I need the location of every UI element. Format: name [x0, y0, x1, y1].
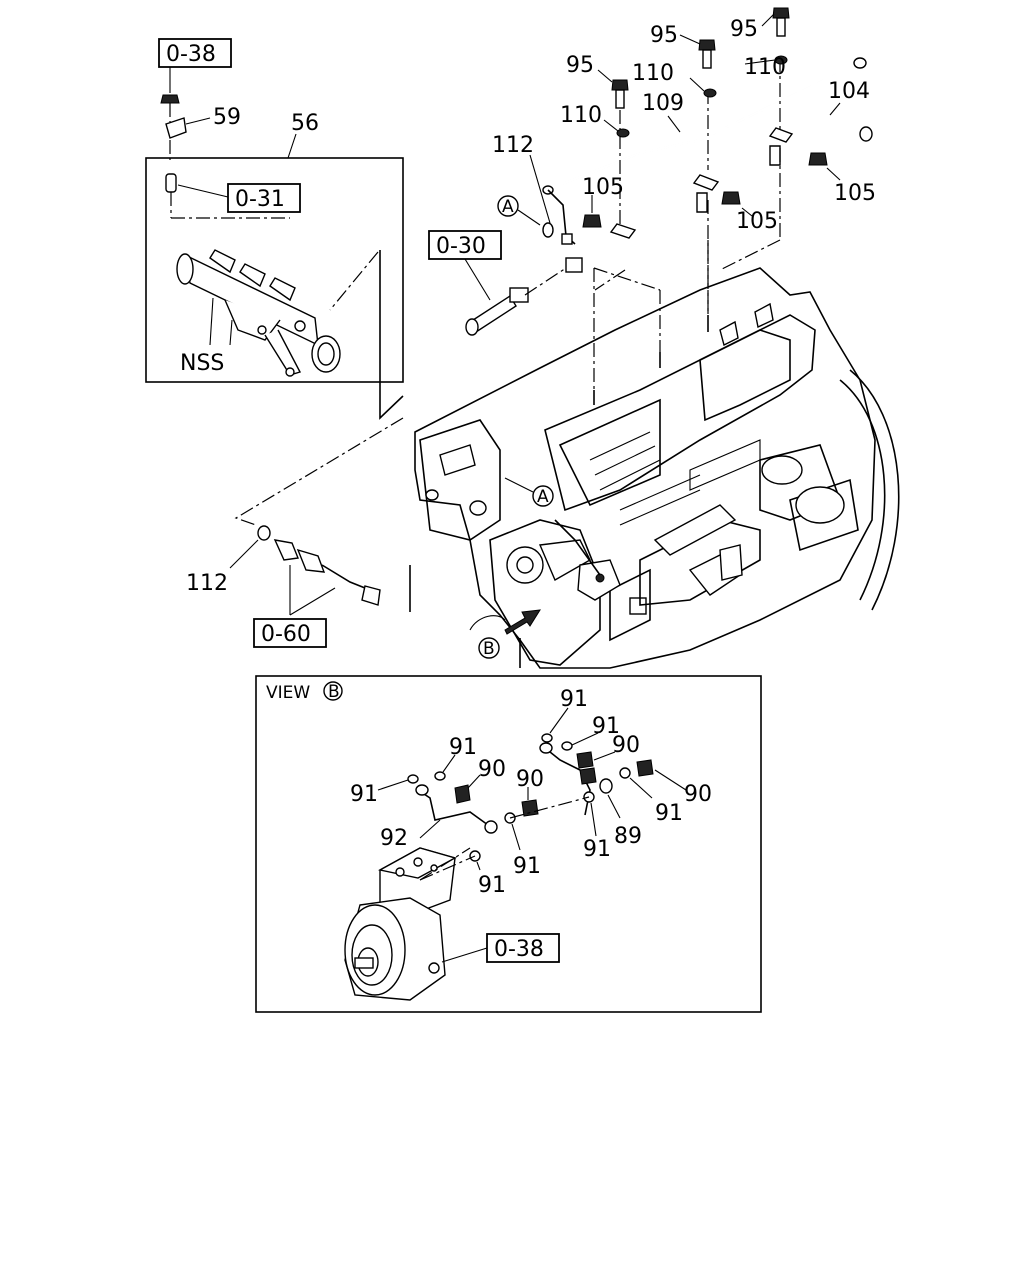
washer-112-top: 112 A [492, 133, 554, 238]
ref-box-0-60: 0-60 [261, 622, 311, 647]
bolt-95-b [679, 34, 716, 69]
label-104: 104 [828, 79, 870, 104]
ref-box-0-38-top: 0-38 [166, 42, 216, 67]
svg-text:B: B [328, 682, 340, 702]
washer-112-bottom [257, 525, 271, 541]
bolt-95-c [761, 7, 790, 37]
bolts-95: 95 95 95 [566, 7, 790, 109]
label-56: 56 [291, 111, 319, 136]
view-b-arrow [504, 609, 541, 635]
marker-b-view [323, 681, 343, 701]
banjo-fitting-59 [165, 117, 187, 139]
label-105-a: 105 [582, 175, 624, 200]
label-91-3: 91 [449, 735, 477, 760]
label-110-a: 110 [560, 103, 602, 128]
svg-text:A: A [502, 197, 514, 217]
label-91-5: 91 [655, 801, 683, 826]
label-91-1: 91 [560, 687, 588, 712]
svg-text:A: A [537, 487, 549, 507]
label-112-top: 112 [492, 133, 534, 158]
label-90-4: 90 [684, 782, 712, 807]
view-b-title: VIEW [266, 683, 310, 703]
label-91-4: 91 [350, 782, 378, 807]
label-95-b: 95 [650, 23, 678, 48]
marker-b-engine [478, 637, 500, 659]
label-nss: NSS [180, 351, 224, 376]
label-110-c: 110 [744, 55, 786, 80]
ref-0-38-top: 0-38 59 [158, 38, 241, 160]
engine-block: B A [234, 267, 900, 669]
fitting-0-30 [565, 257, 583, 273]
label-91-2: 91 [592, 714, 620, 739]
pipe-assembly [542, 57, 873, 390]
bolt-95-a [597, 69, 629, 109]
label-109: 109 [642, 91, 684, 116]
label-90-3: 90 [516, 767, 544, 792]
label-112-bottom: 112 [186, 571, 228, 596]
label-89: 89 [614, 824, 642, 849]
nss-manifold [176, 249, 341, 377]
marker-a-top [497, 195, 519, 217]
nuts-105: 105 105 105 [582, 152, 876, 234]
label-95-c: 95 [730, 17, 758, 42]
label-90-2: 90 [478, 757, 506, 782]
label-95-a: 95 [566, 53, 594, 78]
marker-a-engine [532, 485, 554, 507]
label-59: 59 [213, 105, 241, 130]
label-92: 92 [380, 826, 408, 851]
label-90-1: 90 [612, 733, 640, 758]
nss-inset: NSS 56 [145, 111, 404, 420]
ref-box-0-31: 0-31 [235, 187, 285, 212]
air-compressor [344, 847, 457, 1001]
ref-0-30: 0-30 [428, 230, 567, 336]
label-91-7: 91 [513, 854, 541, 879]
washers-110: 110 110 110 109 104 [560, 55, 870, 138]
ref-box-0-30: 0-30 [436, 234, 486, 259]
label-105-c: 105 [834, 181, 876, 206]
ref-0-31: 0-31 [177, 183, 301, 213]
view-b-frame [255, 675, 762, 1013]
label-91-8: 91 [478, 873, 506, 898]
view-b-panel: VIEW B [255, 675, 762, 1013]
ref-box-0-38-view: 0-38 [494, 937, 544, 962]
label-91-6: 91 [583, 837, 611, 862]
nss-inset-frame [145, 157, 404, 383]
svg-text:B: B [483, 639, 495, 659]
sensor-assembly: 112 0-60 [186, 525, 381, 648]
label-105-b: 105 [736, 209, 778, 234]
label-110-b: 110 [632, 61, 674, 86]
